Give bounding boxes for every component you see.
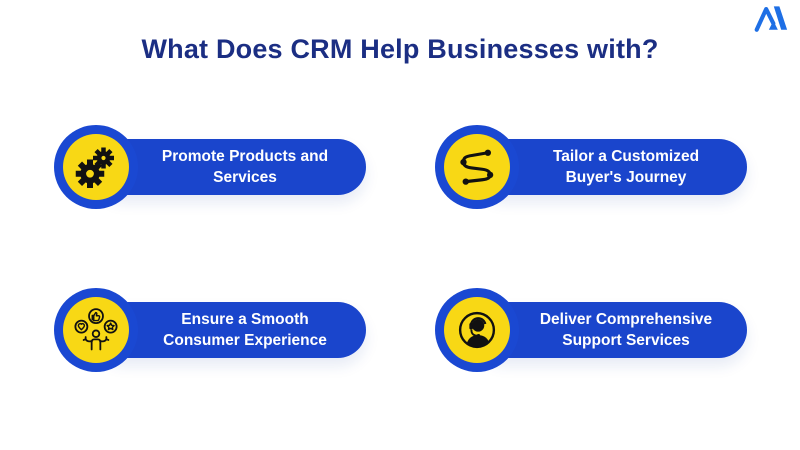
benefit-icon-circle [63,134,129,200]
customer-experience-icon [74,308,118,351]
benefit-label-line2: Consumer Experience [163,332,327,349]
benefit-icon-circle [444,297,510,363]
mountain-m-logo [754,6,788,32]
benefit-label-line2: Buyer's Journey [565,169,687,186]
benefit-label-line2: Support Services [562,332,690,349]
benefit-icon-circle [63,297,129,363]
gears-icon [75,147,114,188]
benefit-label-line1: Deliver Comprehensive [539,311,713,328]
benefit-pill: Ensure a Smooth Consumer Experience [96,302,366,358]
crm-benefit-item-promote: Promote Products and Services [54,125,366,209]
journey-path-icon [460,149,494,185]
benefit-icon-badge [435,125,519,209]
benefit-label-line1: Ensure a Smooth [181,311,309,328]
crm-benefit-item-tailor: Tailor a Customized Buyer's Journey [435,125,747,209]
crm-benefit-item-ensure: Ensure a Smooth Consumer Experience [54,288,366,372]
crm-benefit-item-deliver: Deliver Comprehensive Support Services [435,288,747,372]
page-title: What Does CRM Help Businesses with? [141,34,659,64]
benefit-icon-badge [54,125,138,209]
benefit-pill: Promote Products and Services [96,139,366,195]
benefit-label-line1: Tailor a Customized [552,148,700,165]
benefit-pill: Tailor a Customized Buyer's Journey [477,139,747,195]
benefit-label-line1: Promote Products and [161,148,329,165]
benefit-icon-badge [435,288,519,372]
support-agent-icon [458,311,496,349]
benefit-icon-circle [444,134,510,200]
benefit-label-line2: Services [213,169,277,186]
benefit-pill: Deliver Comprehensive Support Services [477,302,747,358]
benefit-icon-badge [54,288,138,372]
